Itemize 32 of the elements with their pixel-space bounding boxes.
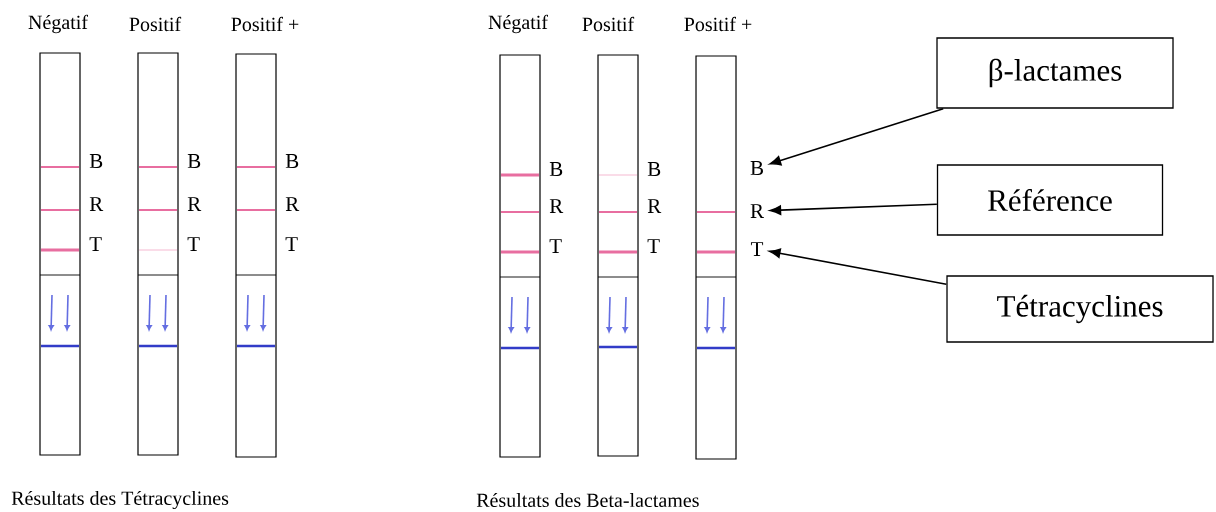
band-letter: B bbox=[187, 154, 201, 168]
label-box: β-lactames bbox=[936, 37, 1174, 109]
band-letter: R bbox=[187, 197, 202, 211]
band-letter: R bbox=[647, 199, 662, 213]
band-letter: B bbox=[285, 154, 299, 168]
band-letter: T bbox=[549, 239, 562, 253]
arrow bbox=[769, 203, 938, 215]
band-letter: B bbox=[647, 162, 661, 176]
arrow bbox=[768, 248, 948, 285]
band-letter: T bbox=[750, 242, 764, 256]
band-letter: T bbox=[89, 237, 102, 251]
column-heading: Positif bbox=[129, 16, 182, 32]
band-letter: T bbox=[285, 237, 298, 251]
column-heading: Négatif bbox=[28, 14, 88, 34]
band-letter: B bbox=[549, 162, 563, 176]
band-letter: T bbox=[187, 237, 200, 251]
label-box: Référence bbox=[936, 164, 1164, 236]
band-letter: R bbox=[750, 204, 764, 218]
column-heading: Positif + bbox=[684, 16, 752, 32]
label-box: Tétracyclines bbox=[946, 275, 1214, 343]
band-letter: R bbox=[549, 199, 564, 213]
caption: Résultats des Beta-lactames bbox=[476, 492, 699, 508]
caption: Résultats des Tétracyclines bbox=[11, 490, 229, 510]
column-heading: Positif + bbox=[231, 16, 299, 32]
band-letter: T bbox=[647, 239, 660, 253]
band-letter: B bbox=[89, 154, 103, 168]
arrow bbox=[769, 107, 945, 166]
band-letter: R bbox=[285, 197, 300, 211]
band-letter: B bbox=[750, 161, 763, 175]
column-heading: Positif bbox=[582, 16, 635, 32]
column-heading: Négatif bbox=[488, 14, 548, 34]
band-letter: R bbox=[89, 197, 104, 211]
